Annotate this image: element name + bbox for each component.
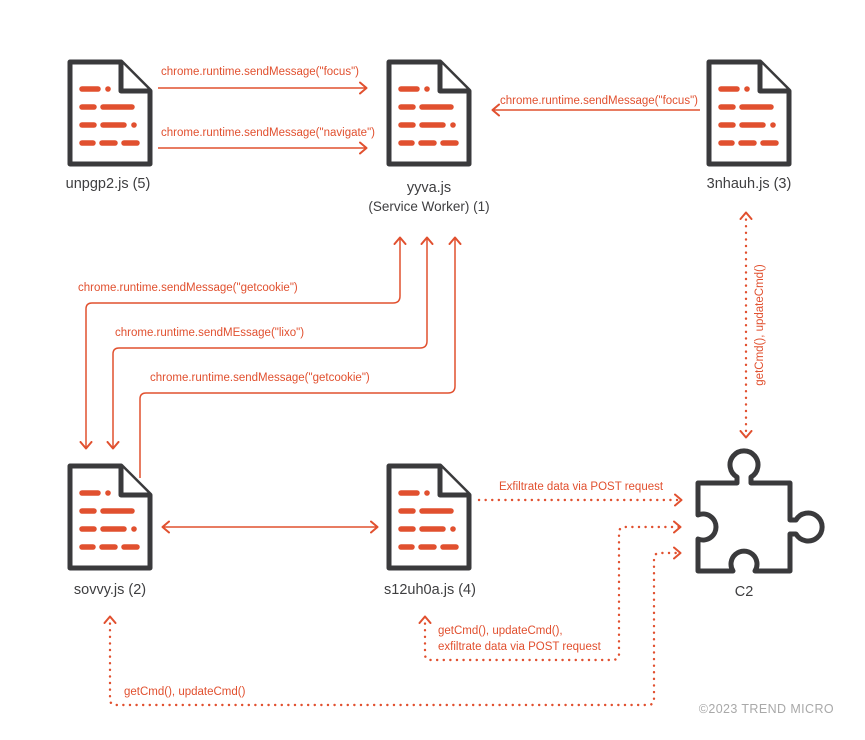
document-icon-yyva	[389, 62, 469, 164]
arrow-sovvy-yyva-getcookie-1	[79, 236, 407, 450]
puzzle-piece-icon	[695, 448, 825, 574]
edge-label-getcookie-1: chrome.runtime.sendMessage("getcookie")	[78, 282, 298, 294]
edge-label-3nhauh-focus: chrome.runtime.sendMessage("focus")	[500, 95, 698, 107]
edge-label-getcookie-2: chrome.runtime.sendMessage("getcookie")	[150, 372, 370, 384]
node-label-3nhauh: 3nhauh.js (3)	[706, 176, 792, 192]
node-label-c2: C2	[734, 584, 754, 600]
document-icon-sovvy	[70, 466, 150, 568]
arrow-sovvy-yyva-getcookie-2	[139, 236, 462, 478]
arrow-sovvy-yyva-lixo	[106, 236, 434, 450]
arrow-c2-s12uh0a-getcmd	[418, 520, 682, 662]
edge-label-exfiltrate-post: Exfiltrate data via POST request	[499, 481, 664, 493]
edge-label-c2-sovvy: getCmd(), updateCmd()	[124, 686, 246, 698]
document-icon-unpgp2	[70, 62, 150, 164]
node-label-unpgp2: unpgp2.js (5)	[65, 176, 151, 192]
edge-label-c2-3nhauh: getCmd(), updateCmd()	[754, 264, 766, 386]
edge-label-unpgp2-navigate: chrome.runtime.sendMessage("navigate")	[161, 127, 375, 139]
edge-label-c2-s12uh0a-line1: getCmd(), updateCmd(),	[438, 625, 563, 637]
edge-label-c2-s12uh0a-line2: exfiltrate data via POST request	[438, 640, 601, 653]
document-icon-s12uh0a	[389, 466, 469, 568]
copyright-text: ©2023 TREND MICRO	[698, 702, 834, 716]
document-icon-3nhauh	[709, 62, 789, 164]
arrow-c2-sovvy-getcmd	[103, 546, 682, 707]
edge-label-lixo: chrome.runtime.sendMEssage("lixo")	[115, 327, 305, 339]
edge-label-unpgp2-focus: chrome.runtime.sendMessage("focus")	[161, 66, 359, 78]
node-sublabel-yyva: (Service Worker) (1)	[368, 199, 490, 214]
node-label-sovvy: sovvy.js (2)	[73, 582, 147, 598]
node-label-s12uh0a: s12uh0a.js (4)	[384, 582, 476, 598]
edge-label-c2-s12uh0a: getCmd(), updateCmd(), exfiltrate data v…	[438, 624, 601, 655]
node-label-yyva: yyva.js	[406, 180, 452, 196]
